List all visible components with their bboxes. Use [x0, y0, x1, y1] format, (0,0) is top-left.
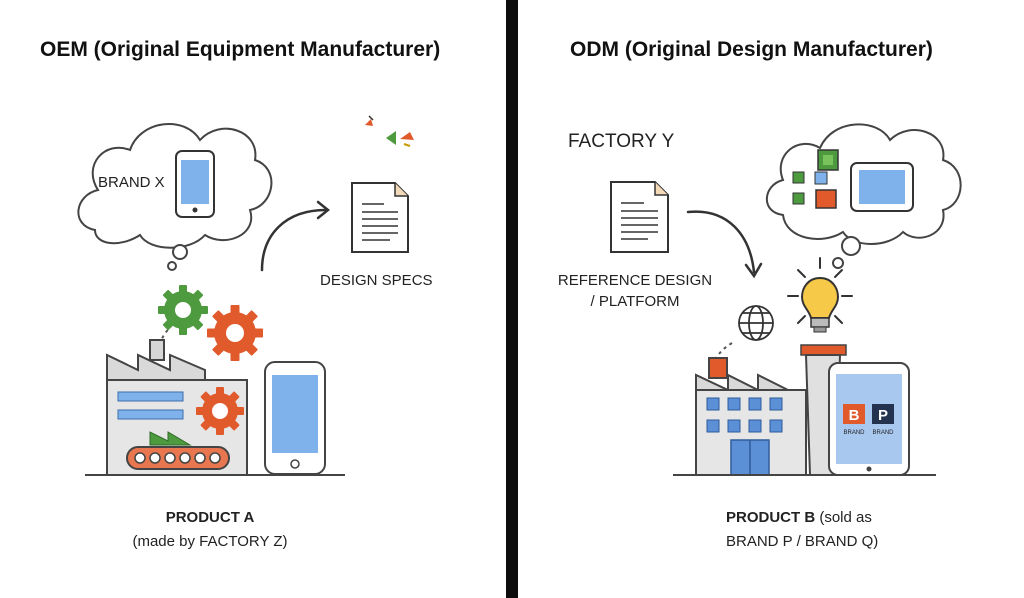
product-b-note2: BRAND P / BRAND Q): [726, 533, 879, 550]
light-bulb-icon: [787, 257, 853, 333]
odm-title: ODM (Original Design Manufacturer): [570, 38, 933, 61]
product-b-tablet-icon: B P BRAND BRAND: [828, 362, 910, 476]
oem-illustration: [77, 115, 414, 476]
product-a-phone-icon: [264, 361, 326, 475]
odm-panel: B P BRAND BRAND ODM (Original Design Man…: [518, 0, 1024, 598]
green-gear-icon: [158, 285, 208, 335]
curved-arrow-icon: [260, 200, 331, 272]
oem-panel: OEM (Original Equipment Manufacturer) BR…: [0, 0, 506, 598]
reference-design-line1: REFERENCE DESIGN: [557, 272, 713, 289]
brand-b-letter: B: [849, 407, 860, 424]
brand-p-letter: P: [878, 407, 888, 424]
product-b-note1: (sold as: [819, 509, 872, 526]
product-b-caption: PRODUCT B (sold as: [726, 509, 872, 526]
brand-p-logo: [872, 404, 894, 424]
brand-b-text: BRAND: [843, 430, 865, 436]
design-tablet-icon: [850, 162, 914, 212]
dotted-connector: [715, 342, 733, 359]
product-a-note: (made by FACTORY Z): [132, 533, 288, 550]
design-specs-label: DESIGN SPECS: [320, 272, 433, 289]
brand-b-logo: [843, 404, 865, 424]
brand-thought-cloud: [77, 123, 273, 271]
panel-divider: [506, 0, 518, 598]
factory-gear-icon: [196, 387, 244, 435]
chip-icon: [792, 149, 839, 209]
brand-p-text: BRAND: [872, 430, 894, 436]
brand-phone-icon: [175, 150, 215, 218]
conveyor-belt: [126, 446, 230, 470]
design-specs-document-icon: [351, 182, 409, 253]
factory-building: [695, 344, 847, 476]
oem-title: OEM (Original Equipment Manufacturer): [40, 38, 441, 61]
factory-y-label: FACTORY Y: [568, 131, 675, 152]
sparkle-icon: [365, 115, 414, 147]
curved-arrow-icon: [686, 210, 763, 279]
reference-document-icon: [610, 181, 669, 253]
product-a-label: PRODUCT A: [165, 509, 255, 526]
orange-gear-icon: [207, 305, 263, 361]
reference-design-line2: / PLATFORM: [590, 293, 680, 310]
brand-x-label: BRAND X: [98, 174, 165, 191]
odm-illustration: B P BRAND BRAND: [610, 123, 962, 476]
product-b-label: PRODUCT B: [726, 509, 816, 526]
globe-icon: [738, 305, 774, 341]
